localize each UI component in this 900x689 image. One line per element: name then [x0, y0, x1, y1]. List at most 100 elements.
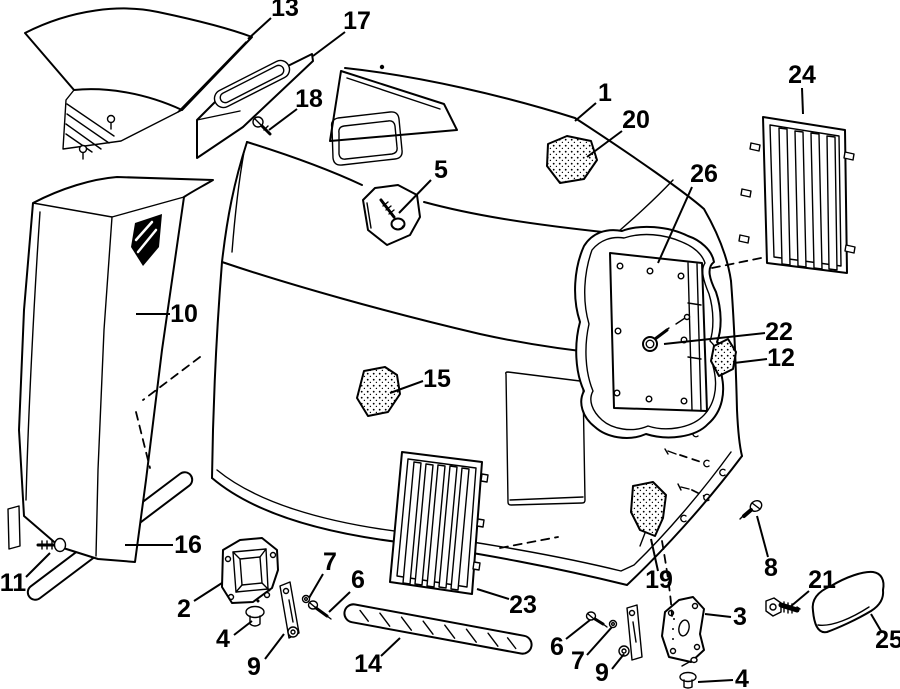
callout-7-27[interactable]: 7 [571, 647, 585, 675]
callout-8-22[interactable]: 8 [764, 554, 778, 582]
strap-hole [628, 609, 636, 617]
pin-screw [677, 483, 690, 491]
keyhole-mark [703, 493, 710, 502]
callout-15-11[interactable]: 15 [423, 365, 451, 393]
callout-leader-8-22 [756, 515, 769, 558]
top-cover-peg [78, 144, 88, 154]
callout-5-3[interactable]: 5 [434, 156, 448, 184]
callout-24-6[interactable]: 24 [788, 61, 816, 89]
callout-18-2[interactable]: 18 [295, 85, 323, 113]
callout-23-20[interactable]: 23 [509, 591, 537, 619]
screw-thread [263, 125, 269, 131]
emblem-bolt-head-line [392, 225, 404, 230]
callout-leader-9-28 [611, 653, 625, 670]
callout-leader-6-18 [328, 591, 351, 613]
vent-slot-inner [219, 64, 285, 104]
callout-16-12[interactable]: 16 [174, 531, 202, 559]
cover-mid-crease [221, 261, 608, 355]
grille-24-frame-inner [769, 124, 842, 267]
screw-22-threads [656, 327, 670, 339]
callout-25-25[interactable]: 25 [875, 626, 900, 654]
air-duct-part-10 [7, 176, 214, 563]
cover-band-crease-left [246, 141, 363, 186]
screw-part-22 [642, 327, 670, 352]
label-recess [505, 371, 586, 506]
handle-tray-inner [338, 120, 398, 160]
engine-cover-part-1 [211, 64, 743, 586]
grille-24-slat [778, 127, 791, 266]
callout-leader-5-3 [398, 179, 432, 214]
top-cover-peg [106, 114, 116, 124]
washer-part-7-right [608, 619, 618, 629]
grille-24-peg [844, 244, 856, 254]
duct-crease-highlight [134, 220, 158, 254]
screw-shank [260, 124, 272, 136]
pad-25-body [811, 570, 885, 634]
grille-23-frame-inner [396, 458, 477, 588]
strap-slot [632, 621, 637, 643]
callout-4-29[interactable]: 4 [735, 665, 749, 689]
callout-leader-12-9 [733, 358, 768, 364]
callout-9-16[interactable]: 9 [247, 653, 261, 681]
callout-2-14[interactable]: 2 [177, 595, 191, 623]
callout-leader-13-0 [247, 17, 272, 40]
callout-leader-4-15 [233, 620, 253, 636]
callout-20-5[interactable]: 20 [622, 106, 650, 134]
pin-dash-line [691, 489, 705, 497]
callout-leader-7-27 [586, 626, 613, 656]
top-cover-lip [177, 41, 247, 113]
callout-1-4[interactable]: 1 [598, 79, 612, 107]
callout-4-15[interactable]: 4 [216, 625, 230, 653]
vent-slot-outer [213, 59, 291, 109]
callout-11-13[interactable]: 11 [0, 569, 26, 597]
screw-part-6-left [307, 600, 332, 620]
washer-part-7-left [301, 594, 311, 604]
opening-back-inner-line [346, 77, 441, 110]
pad-19-tail [639, 532, 646, 547]
trim-strip-part-14 [343, 603, 533, 655]
callout-22-8[interactable]: 22 [765, 318, 793, 346]
keyhole-mark [719, 468, 726, 477]
callout-13-0[interactable]: 13 [271, 0, 299, 22]
bracket-3-screw-head [690, 656, 698, 664]
callout-leader-4-29 [697, 679, 734, 683]
callout-12-9[interactable]: 12 [767, 344, 795, 372]
callout-21-24[interactable]: 21 [808, 566, 836, 594]
screw-shank [314, 606, 329, 618]
grille-part-24 [738, 116, 856, 274]
cover-right-edge [730, 280, 743, 457]
bolt-part-21 [765, 597, 801, 617]
vent-insert-part-17 [196, 53, 314, 159]
grille-23-slat [438, 465, 458, 589]
callout-7-17[interactable]: 7 [323, 548, 337, 576]
callout-26-7[interactable]: 26 [690, 160, 718, 188]
vent-insert-fold [196, 110, 241, 121]
emblem-inner-edge [366, 202, 372, 229]
callout-leader-1-4 [574, 102, 597, 122]
grille-23-slat [414, 463, 434, 586]
pad-part-20 [546, 135, 598, 184]
callout-3-23[interactable]: 3 [733, 603, 747, 631]
callout-6-26[interactable]: 6 [550, 633, 564, 661]
callout-19-21[interactable]: 19 [645, 566, 673, 594]
pad-19-body [630, 481, 667, 537]
screw-22-head-inner [645, 339, 655, 349]
callout-14-19[interactable]: 14 [354, 650, 382, 678]
plug-stem [683, 679, 693, 689]
callout-leader-24-6 [801, 87, 804, 115]
callout-leader-19-21 [650, 538, 659, 572]
callout-17-1[interactable]: 17 [343, 7, 371, 35]
screw-8-shank [742, 508, 753, 518]
callout-9-28[interactable]: 9 [595, 659, 609, 687]
callout-10-10[interactable]: 10 [170, 300, 198, 328]
bolt-21-head [765, 597, 782, 617]
screw-shank [593, 617, 605, 626]
cover-left-inner-line [231, 151, 245, 253]
keyhole-mark [680, 514, 687, 523]
access-plate-part-26 [609, 252, 708, 412]
callout-leader-11-13 [25, 552, 51, 578]
callout-6-18[interactable]: 6 [351, 566, 365, 594]
strip-14-hatch [359, 609, 517, 650]
bolt-21-head-inner [769, 603, 777, 611]
callout-leader-9-16 [264, 633, 285, 660]
